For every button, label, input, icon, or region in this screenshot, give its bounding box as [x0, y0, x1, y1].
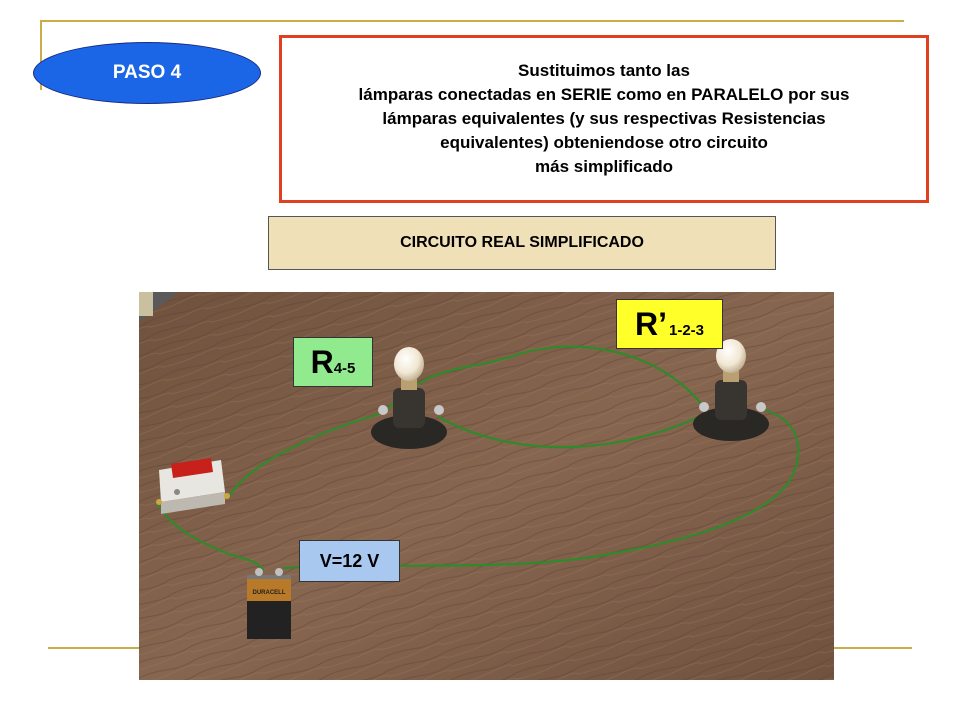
step-label: PASO 4 — [112, 62, 182, 83]
note-line: Sustituimos tanto las — [518, 61, 690, 80]
switch — [156, 458, 230, 514]
label-r45-main: R — [310, 344, 334, 380]
label-voltage: V=12 V — [299, 540, 400, 582]
note-line: lámparas conectadas en SERIE como en PAR… — [358, 85, 850, 104]
explanation-box: Sustituimos tanto las lámparas conectada… — [279, 35, 929, 203]
note-line: más simplificado — [535, 157, 673, 176]
section-title: CIRCUITO REAL SIMPLIFICADO — [268, 216, 776, 270]
wires — [155, 345, 800, 572]
voltage-text: V=12 V — [319, 550, 380, 571]
label-r123-sub: 1-2-3 — [668, 322, 705, 339]
lamp-left — [371, 347, 447, 449]
battery-brand: DURACELL — [253, 590, 286, 596]
note-line: equivalentes) obteniendose otro circuito — [440, 133, 768, 152]
step-badge: PASO 4 — [33, 42, 261, 104]
note-line: lámparas equivalentes (y sus respectivas… — [382, 109, 826, 128]
circuit-photo: DURACELL — [139, 292, 834, 680]
lamp-right — [693, 339, 769, 441]
section-title-text: CIRCUITO REAL SIMPLIFICADO — [400, 234, 644, 251]
board-corner-cell — [139, 292, 153, 316]
battery: DURACELL — [247, 568, 291, 639]
label-r123-main: R’ — [634, 306, 667, 342]
label-r45: R 4-5 — [293, 337, 373, 387]
label-r45-sub: 4-5 — [333, 360, 356, 377]
top-rule — [40, 20, 904, 22]
left-rule — [40, 20, 42, 90]
label-r123: R’ 1-2-3 — [616, 299, 723, 349]
